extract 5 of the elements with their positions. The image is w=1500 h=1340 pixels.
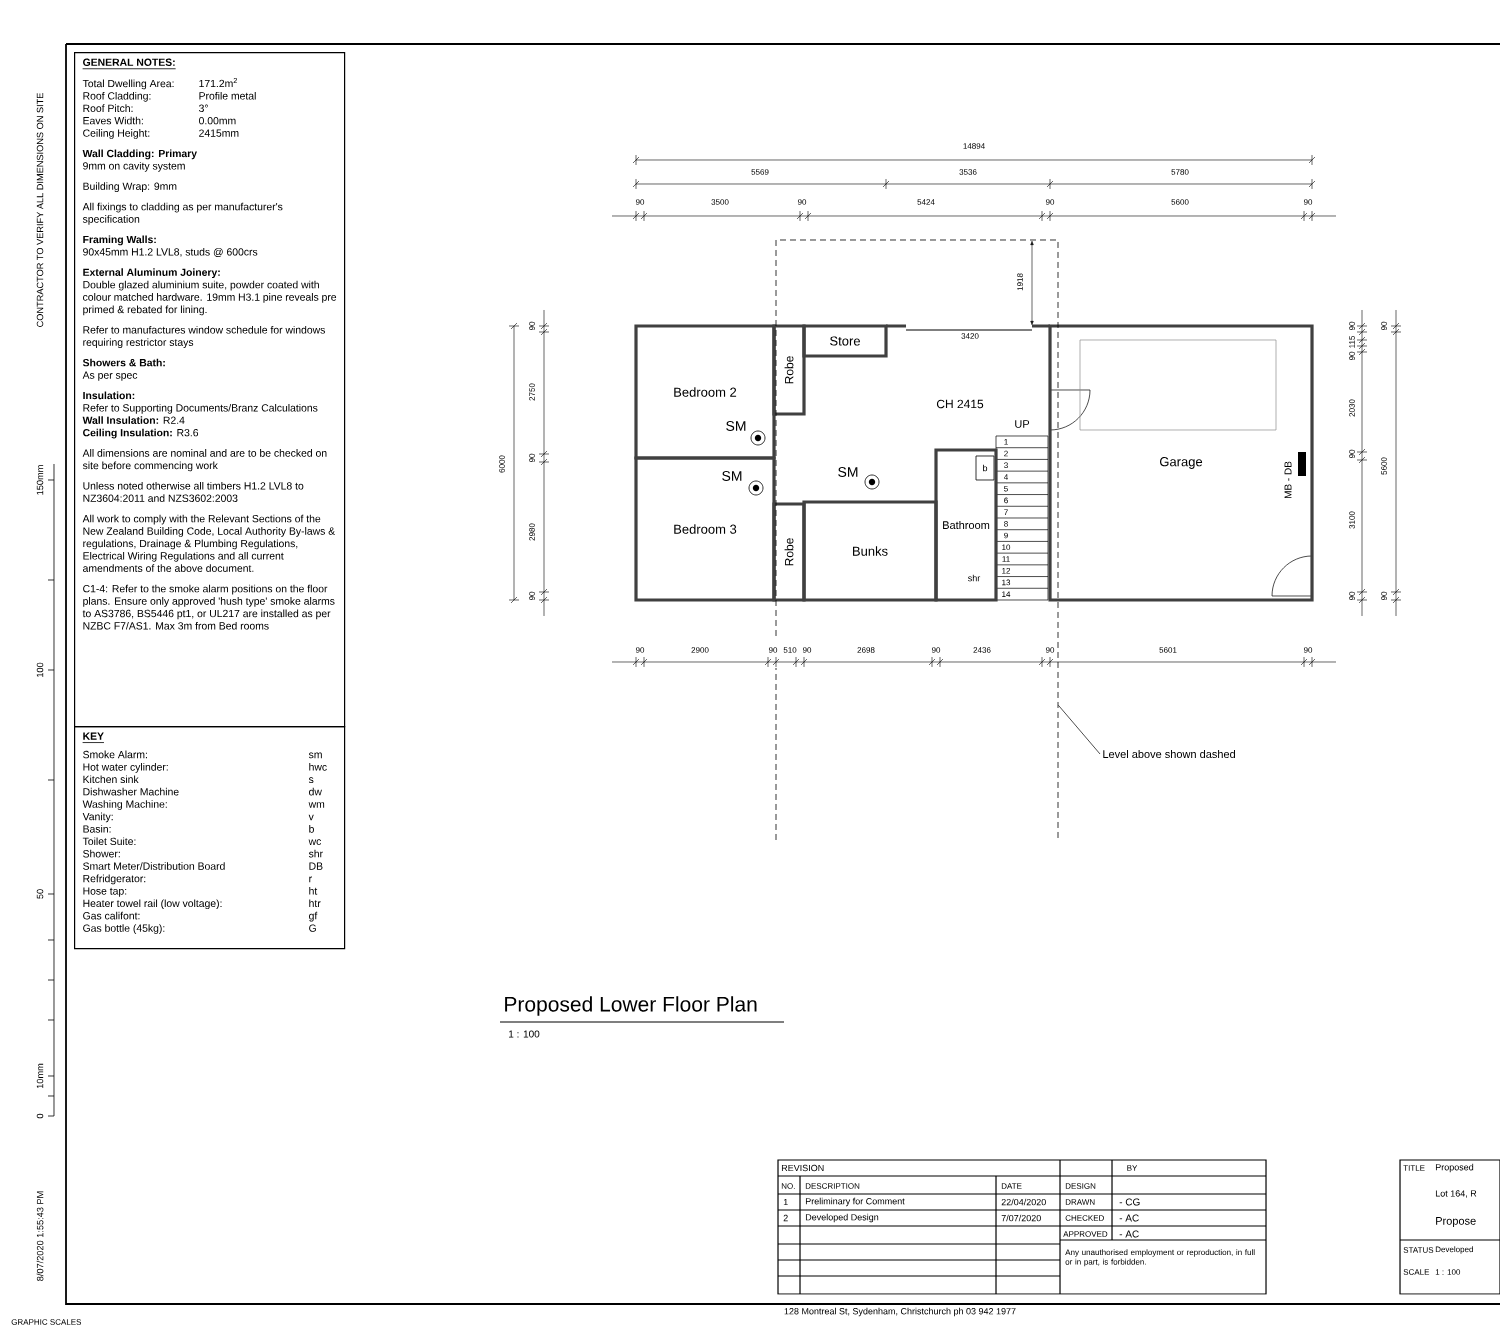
plan-title: Proposed Lower Floor Plan <box>505 996 757 1016</box>
dashed-outline <box>775 239 1059 841</box>
leader-line <box>1058 704 1101 755</box>
notes-panel <box>74 52 346 728</box>
notes-panel <box>74 726 346 950</box>
